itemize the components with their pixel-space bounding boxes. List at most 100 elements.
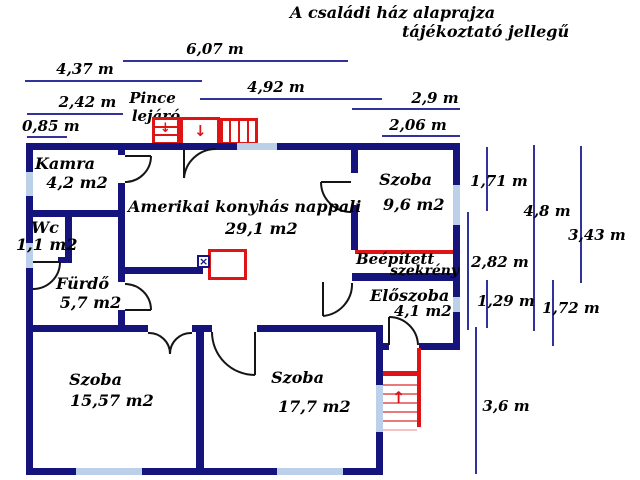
dim-label-172: 1,72 m [542,299,600,317]
dim-label-171: 1,71 m [470,172,528,190]
label-szekreny-line2: szekrény [390,263,460,279]
wall-furdo-right-lower [118,310,125,332]
window-szoba3-bottom [277,468,343,475]
wall-szoba1-left-upper [351,143,358,173]
wall-exterior-left [26,143,33,475]
wall-szoba1-left-lower [351,205,358,250]
dim-line-172 [552,280,554,346]
dim-label-206: 2,06 m [389,116,447,134]
eloszoba-entry-door-arc [388,316,419,346]
dim-line-36 [475,327,477,474]
window-top [237,143,277,150]
window-furdo [26,243,33,268]
basement-label-line1: Pince [129,89,176,107]
basement-stairs-tread [155,126,177,128]
stairs-tread [383,420,417,422]
dim-line-171 [486,147,488,211]
wall-kamra-right-upper [118,143,125,155]
room-label-eloszoba: Előszoba [370,286,450,305]
stairs-rail [417,348,421,427]
wall-bedrooms-divider [196,328,204,475]
dim-label-129: 1,29 m [477,292,535,310]
room-area-furdo: 5,7 m2 [59,293,122,312]
stairs-tread [383,402,417,404]
wall-wc-right [65,217,72,257]
basement-stairs-tread [155,134,177,136]
dim-line-282 [467,212,469,330]
szoba2-doubledoor-arc-right [168,331,193,355]
szoba3-door-arc [211,331,256,376]
room-label-wc: Wc [31,218,59,237]
stairs-tread [383,393,417,395]
dim-line-492 [200,98,382,100]
entry-door-arc [183,147,217,179]
basement-stairs-tread [247,121,249,142]
wall-szekreny-bottom [352,273,453,281]
basement-stairs-box1 [152,117,180,145]
basement-stairs-tread [238,121,240,142]
szekreny-front-line [355,250,453,254]
dim-label-48: 4,8 m [523,202,571,220]
room-area-kamra: 4,2 m2 [46,173,108,192]
wall-exterior-right-upper [453,143,460,350]
wall-notch-right [419,343,460,350]
dim-label-343: 3,43 m [568,226,626,244]
dim-label-36: 3,6 m [482,397,530,415]
room-label-szoba2: Szoba [69,370,122,389]
stove-island [208,249,247,280]
wall-south-segment3 [257,325,383,332]
room-area-szoba3: 17,7 m2 [278,397,351,416]
dim-line-48 [533,145,535,331]
room-area-nappali: 29,1 m2 [225,219,298,238]
dim-label-492: 4,92 m [247,78,305,96]
wall-wc-stub [58,257,72,263]
room-label-szoba1: Szoba [379,170,432,189]
wall-south-segment1 [26,325,148,332]
basement-stairs-tread [229,121,231,142]
dim-label-437: 4,37 m [56,60,114,78]
kitchen-counter [122,267,203,274]
label-szekreny-line1: Beépített [356,250,435,268]
dim-line-343 [580,146,582,283]
furdo-door-arc [124,283,152,311]
stairs-down-arrow-icon: ↓ [194,122,207,140]
stairs-tread [383,429,417,431]
dim-line-29 [352,108,460,110]
dim-label-607: 6,07 m [186,40,244,58]
dim-line-129 [486,280,488,328]
wall-notch-left [383,343,389,350]
stairs-tread [383,411,417,413]
plan-title-line1: A családi ház alaprajza [290,3,496,22]
room-label-szoba3: Szoba [271,368,324,387]
dim-line-437 [25,80,202,82]
room-area-eloszoba: 4,1 m2 [394,302,452,320]
wall-kamra-bottom [26,210,125,217]
eloszoba-inner-door-arc [322,282,354,317]
kamra-door-arc [124,155,152,183]
wall-exterior-bottom [26,468,383,475]
room-label-nappali: Amerikai konyhás nappali [128,197,362,216]
flue-box: × [197,255,210,268]
window-kamra [26,172,33,196]
stairs-down-arrow-icon: ↓ [160,121,171,136]
window-szoba1 [453,185,460,225]
plan-title-line2: tájékoztató jellegű [402,22,570,41]
room-label-furdo: Fürdő [56,274,109,293]
dim-line-242 [27,113,123,115]
dim-label-085: 0,85 m [22,117,80,135]
stairs-top-step [383,371,419,376]
dim-line-085 [27,136,67,138]
dim-label-242: 2,42 m [58,93,117,111]
wall-kamra-right-lower [118,183,125,282]
window-eloszoba [453,297,460,312]
window-szoba2-bottom [76,468,142,475]
dim-line-607 [123,60,348,62]
room-area-wc: 1,1 m2 [16,235,78,254]
room-label-kamra: Kamra [35,154,95,173]
dim-label-282: 2,82 m [471,253,529,271]
room-area-szoba1: 9,6 m2 [383,195,445,214]
dim-line-206 [382,135,460,137]
room-area-szoba2: 15,57 m2 [70,391,154,410]
stairs-tread [383,384,417,386]
